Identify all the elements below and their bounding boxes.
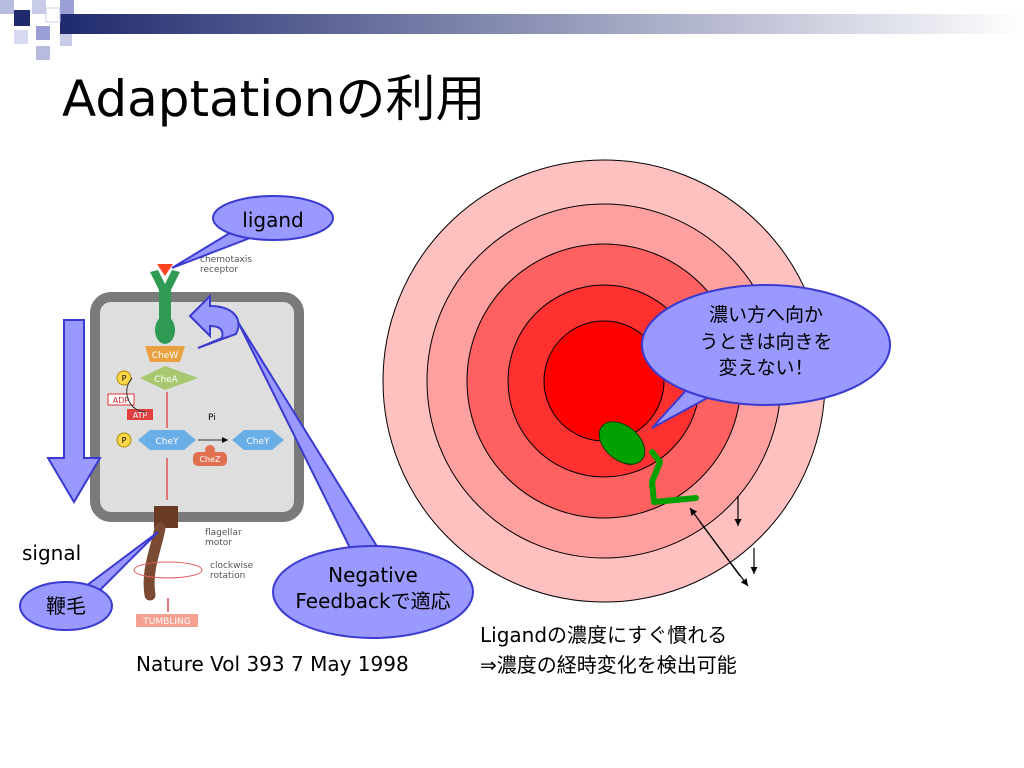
flagellum-callout-label: 鞭毛 [46,594,86,618]
bacterium-body [598,421,646,465]
slide-title: Adaptationの利用 [62,70,486,128]
phosphorylation-arc [126,377,147,413]
phosphate-2 [116,432,132,448]
flagellum-callout [19,581,113,631]
citation: Nature Vol 393 7 May 1998 [136,652,409,676]
phosphate-1 [116,370,132,386]
tumbling-label: TUMBLING [142,617,190,627]
direction-callout-text: 濃い方へ向か うときは向きを 変えない！ [650,302,882,382]
chey-label-2: CheY [246,437,270,447]
conclusion-line-1: Ligandの濃度にすぐ慣れる [480,623,728,647]
receptor-label-2: receptor [200,265,238,275]
chey-label: CheY [155,437,179,447]
feedback-callout [272,545,474,639]
ligand-callout [212,195,334,241]
ligand-marker [157,264,173,276]
signal-flow-arrow [46,319,102,504]
rotation-ellipse [133,561,203,579]
deco-square [32,0,46,14]
flagellar-motor [154,506,178,528]
pi-label: Pi [208,413,216,423]
receptor [150,264,180,344]
deco-square [14,30,28,44]
deco-square [0,0,14,14]
ligand-callout-label: ligand [242,208,304,232]
phosphate-1-label: P [122,374,127,383]
receptor-label: chemotaxis [200,255,252,265]
motor-label-2: motor [205,538,232,548]
deco-square [45,7,61,23]
cell-membrane [90,292,304,522]
chey-shape-2 [232,430,284,450]
adp-box [107,393,135,406]
chew-shape [145,346,185,362]
header-gradient-bar [60,14,1024,34]
direction-line-1: 濃い方へ向か [708,304,823,326]
deco-square [36,26,50,40]
direction-line-2: うときは向きを [699,330,833,353]
adp-label: ADP [113,396,130,405]
deco-square [60,34,72,46]
direction-callout [641,284,891,406]
distance-arrow-diagonal-2 [699,521,749,587]
feedback-callout-text: Negative Feedbackで適応 [273,562,473,614]
conclusion-note: Ligandの濃度にすぐ慣れる ⇒濃度の経時変化を検出可能 [480,620,737,680]
tumbling-box [136,614,198,627]
header-decoration [0,0,1024,60]
chea-label: CheA [154,375,179,385]
rotation-label: clockwise [210,561,254,571]
signal-label: signal [22,541,82,565]
atp-label: ATP [133,411,148,420]
conclusion-line-2: ⇒濃度の経時変化を検出可能 [480,653,737,677]
chey-shape [138,430,196,450]
atp-box [127,409,153,420]
motor-label: flagellar [205,528,242,538]
direction-line-3: 変えない！ [718,357,814,380]
flagellum-filament [143,522,166,601]
rotation-label-2: rotation [210,571,245,581]
chez-label: CheZ [199,455,221,464]
deco-square [60,0,74,14]
deco-square [36,46,50,60]
feedback-line-2: Feedbackで適応 [295,589,451,613]
phosphate-2-label: P [122,436,127,445]
bacterium-flagellum [649,449,699,505]
deco-square [14,10,30,26]
chemotaxis-figure: chemotaxis receptor CheW CheA P P ADP AT… [90,245,312,635]
chew-label: CheW [152,351,179,361]
feedback-curve-arrow [188,293,240,349]
chez-shape [193,452,227,466]
feedback-line-1: Negative [328,563,418,587]
bacterium [598,421,699,505]
chea-shape [140,366,198,390]
